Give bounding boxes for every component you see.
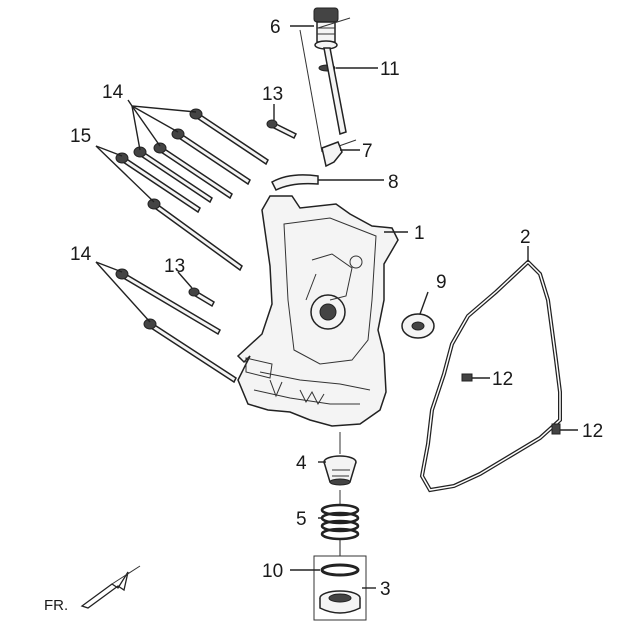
short-bolt-lower bbox=[188, 287, 215, 308]
callout-14-lower: 14 bbox=[70, 244, 92, 265]
crankcase-cover-part bbox=[236, 195, 399, 427]
front-direction-indicator: FR. bbox=[44, 565, 141, 614]
callout-2: 2 bbox=[520, 227, 531, 248]
bolt-set-upper bbox=[115, 108, 269, 272]
drain-plug-part bbox=[313, 555, 367, 621]
short-bolt-upper bbox=[266, 119, 298, 140]
filter-cap-part bbox=[323, 432, 357, 506]
callout-12-outer: 12 bbox=[582, 421, 603, 442]
fitting-part bbox=[271, 141, 343, 192]
callout-9: 9 bbox=[436, 272, 447, 293]
leader-lines bbox=[95, 25, 578, 589]
callout-12-inner: 12 bbox=[492, 369, 513, 390]
callout-7: 7 bbox=[362, 141, 373, 162]
callout-6: 6 bbox=[270, 17, 281, 38]
callout-13-lower: 13 bbox=[164, 256, 185, 277]
callout-labels: 6 11 13 14 15 7 8 1 2 14 13 9 12 12 4 5 … bbox=[70, 17, 603, 600]
callout-4: 4 bbox=[296, 453, 307, 474]
washer-part bbox=[401, 313, 435, 339]
bolt-set-lower bbox=[115, 268, 237, 384]
callout-11: 11 bbox=[380, 59, 400, 80]
front-direction-label: FR. bbox=[44, 597, 68, 614]
callout-3: 3 bbox=[380, 579, 391, 600]
callout-8: 8 bbox=[388, 172, 399, 193]
callout-10: 10 bbox=[262, 561, 283, 582]
dipstick-part bbox=[299, 7, 357, 153]
callout-5: 5 bbox=[296, 509, 307, 530]
callout-15: 15 bbox=[70, 126, 91, 147]
gasket-part bbox=[419, 259, 562, 493]
callout-14-upper: 14 bbox=[102, 82, 124, 103]
callout-13-upper: 13 bbox=[262, 84, 283, 105]
callout-1: 1 bbox=[414, 223, 425, 244]
spring-part bbox=[320, 503, 360, 556]
